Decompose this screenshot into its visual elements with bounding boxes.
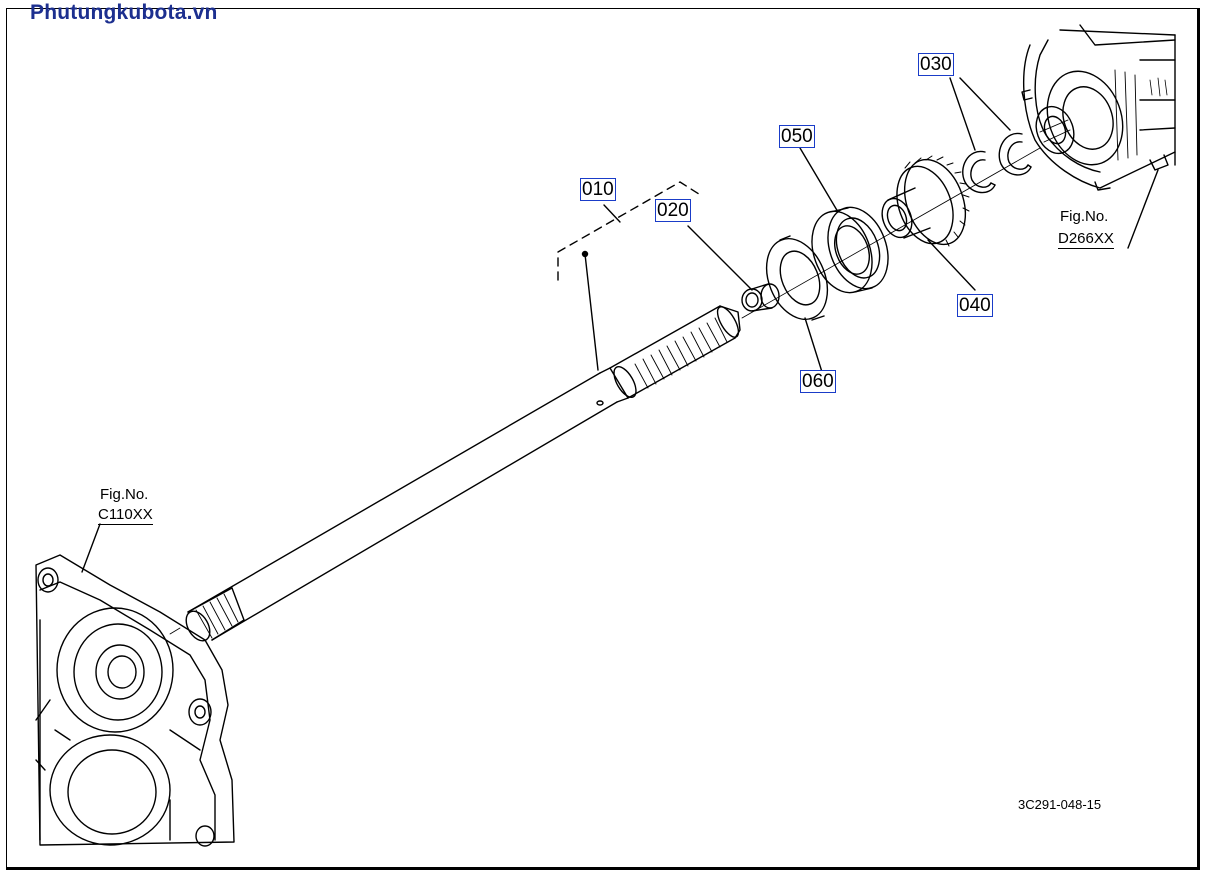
part-020-bushing — [741, 283, 780, 312]
bracket-010 — [557, 181, 703, 281]
main-shaft — [185, 305, 741, 642]
leader-010 — [584, 253, 599, 371]
callout-020: 020 — [655, 199, 691, 222]
fig-right-number: D266XX — [1058, 230, 1114, 249]
callout-040: 040 — [957, 294, 993, 317]
leader-060 — [804, 317, 823, 373]
drawing-code: 3C291-048-15 — [1018, 797, 1102, 812]
leader-020 — [687, 225, 753, 291]
callout-060: 060 — [800, 370, 836, 393]
callout-030: 030 — [918, 53, 954, 76]
part-040-gear — [881, 155, 970, 247]
left-housing — [35, 554, 235, 847]
part-030-snap-rings — [962, 132, 1032, 194]
leader-030 — [949, 77, 1011, 151]
part-060-washer — [765, 235, 829, 321]
part-050-bearing — [811, 206, 889, 294]
leader-fig-right — [1127, 169, 1159, 249]
leader-040 — [927, 239, 976, 291]
fig-right-label: Fig.No. — [1060, 208, 1109, 225]
leader-050 — [799, 147, 839, 213]
leader-010-upper — [603, 204, 621, 223]
callout-010: 010 — [580, 178, 616, 201]
leader-fig-left — [81, 523, 101, 573]
right-assembly — [1021, 24, 1176, 191]
watermark: Phutungkubota.vn — [30, 1, 218, 24]
fig-left-number: C110XX — [98, 506, 153, 525]
drawing-frame — [6, 8, 1200, 870]
callout-050: 050 — [779, 125, 815, 148]
fig-left-label: Fig.No. — [100, 486, 149, 503]
